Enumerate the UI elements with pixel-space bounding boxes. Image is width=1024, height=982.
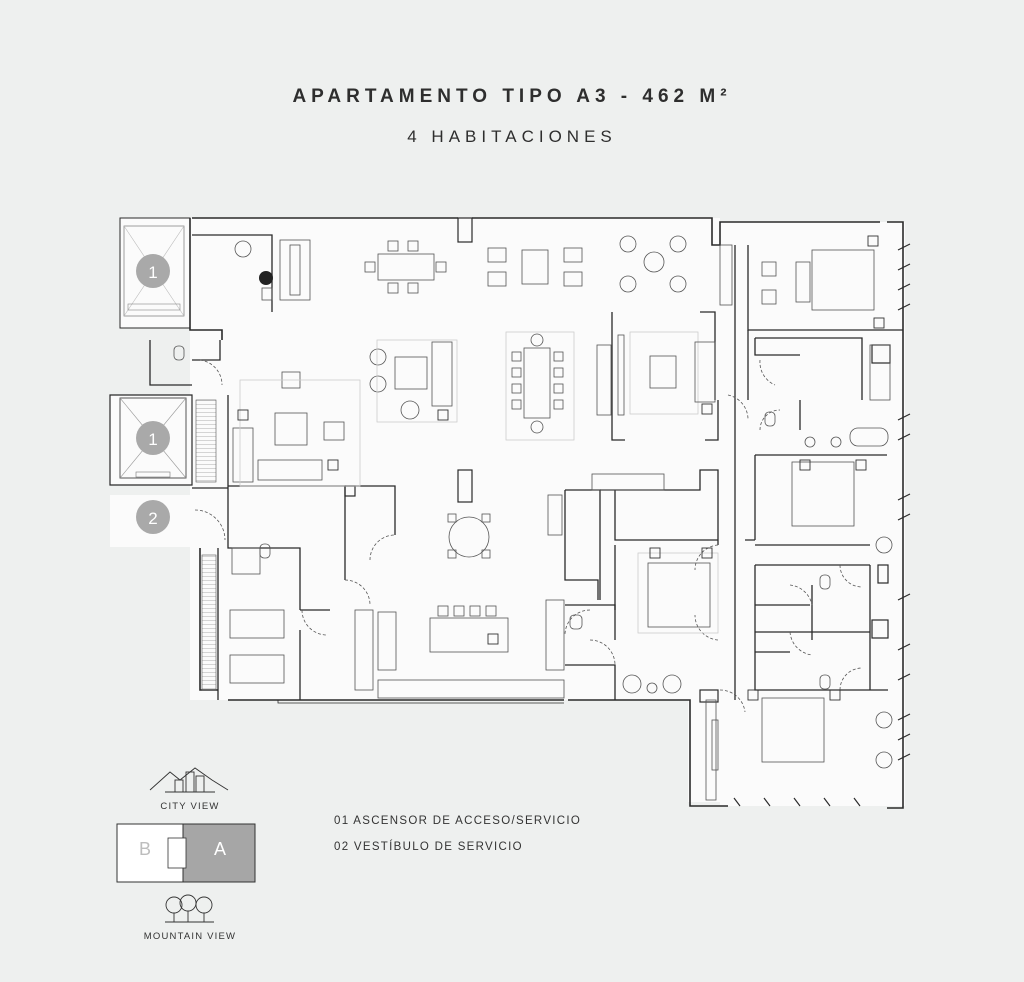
furniture (173, 235, 893, 801)
elevator-marker-mid-number: 1 (148, 430, 157, 449)
structural-columns (344, 217, 891, 703)
city-view-label: CITY VIEW (160, 801, 220, 812)
key-plan-tower-b: B (139, 839, 151, 859)
service-lobby-marker (136, 500, 170, 534)
door-swings (194, 359, 863, 713)
elevator-mid (119, 397, 217, 483)
planter-strip (201, 554, 217, 691)
mountain-view-label: MOUNTAIN VIEW (143, 931, 237, 942)
interior-walls (149, 234, 903, 700)
facade-windows (733, 243, 911, 807)
key-plan (116, 823, 256, 883)
key-plan-tower-a: A (214, 839, 226, 859)
elevator-marker-mid (136, 421, 170, 455)
city-skyline-icon (149, 767, 229, 793)
legend-item-service-lobby: 02 VESTÍBULO DE SERVICIO (334, 841, 523, 853)
mountain-trees-icon (165, 894, 214, 923)
legend-item-elevator: 01 ASCENSOR DE ACCESO/SERVICIO (334, 815, 582, 827)
elevator-marker-top-number: 1 (148, 263, 157, 282)
elevator-marker-top (136, 254, 170, 288)
floor-area (110, 218, 905, 806)
outlet-markers (237, 235, 885, 701)
plan-subtitle: 4 HABITACIONES (407, 127, 617, 146)
service-lobby-marker-number: 2 (148, 509, 157, 528)
plan-title: APARTAMENTO TIPO A3 - 462 M² (292, 86, 732, 107)
